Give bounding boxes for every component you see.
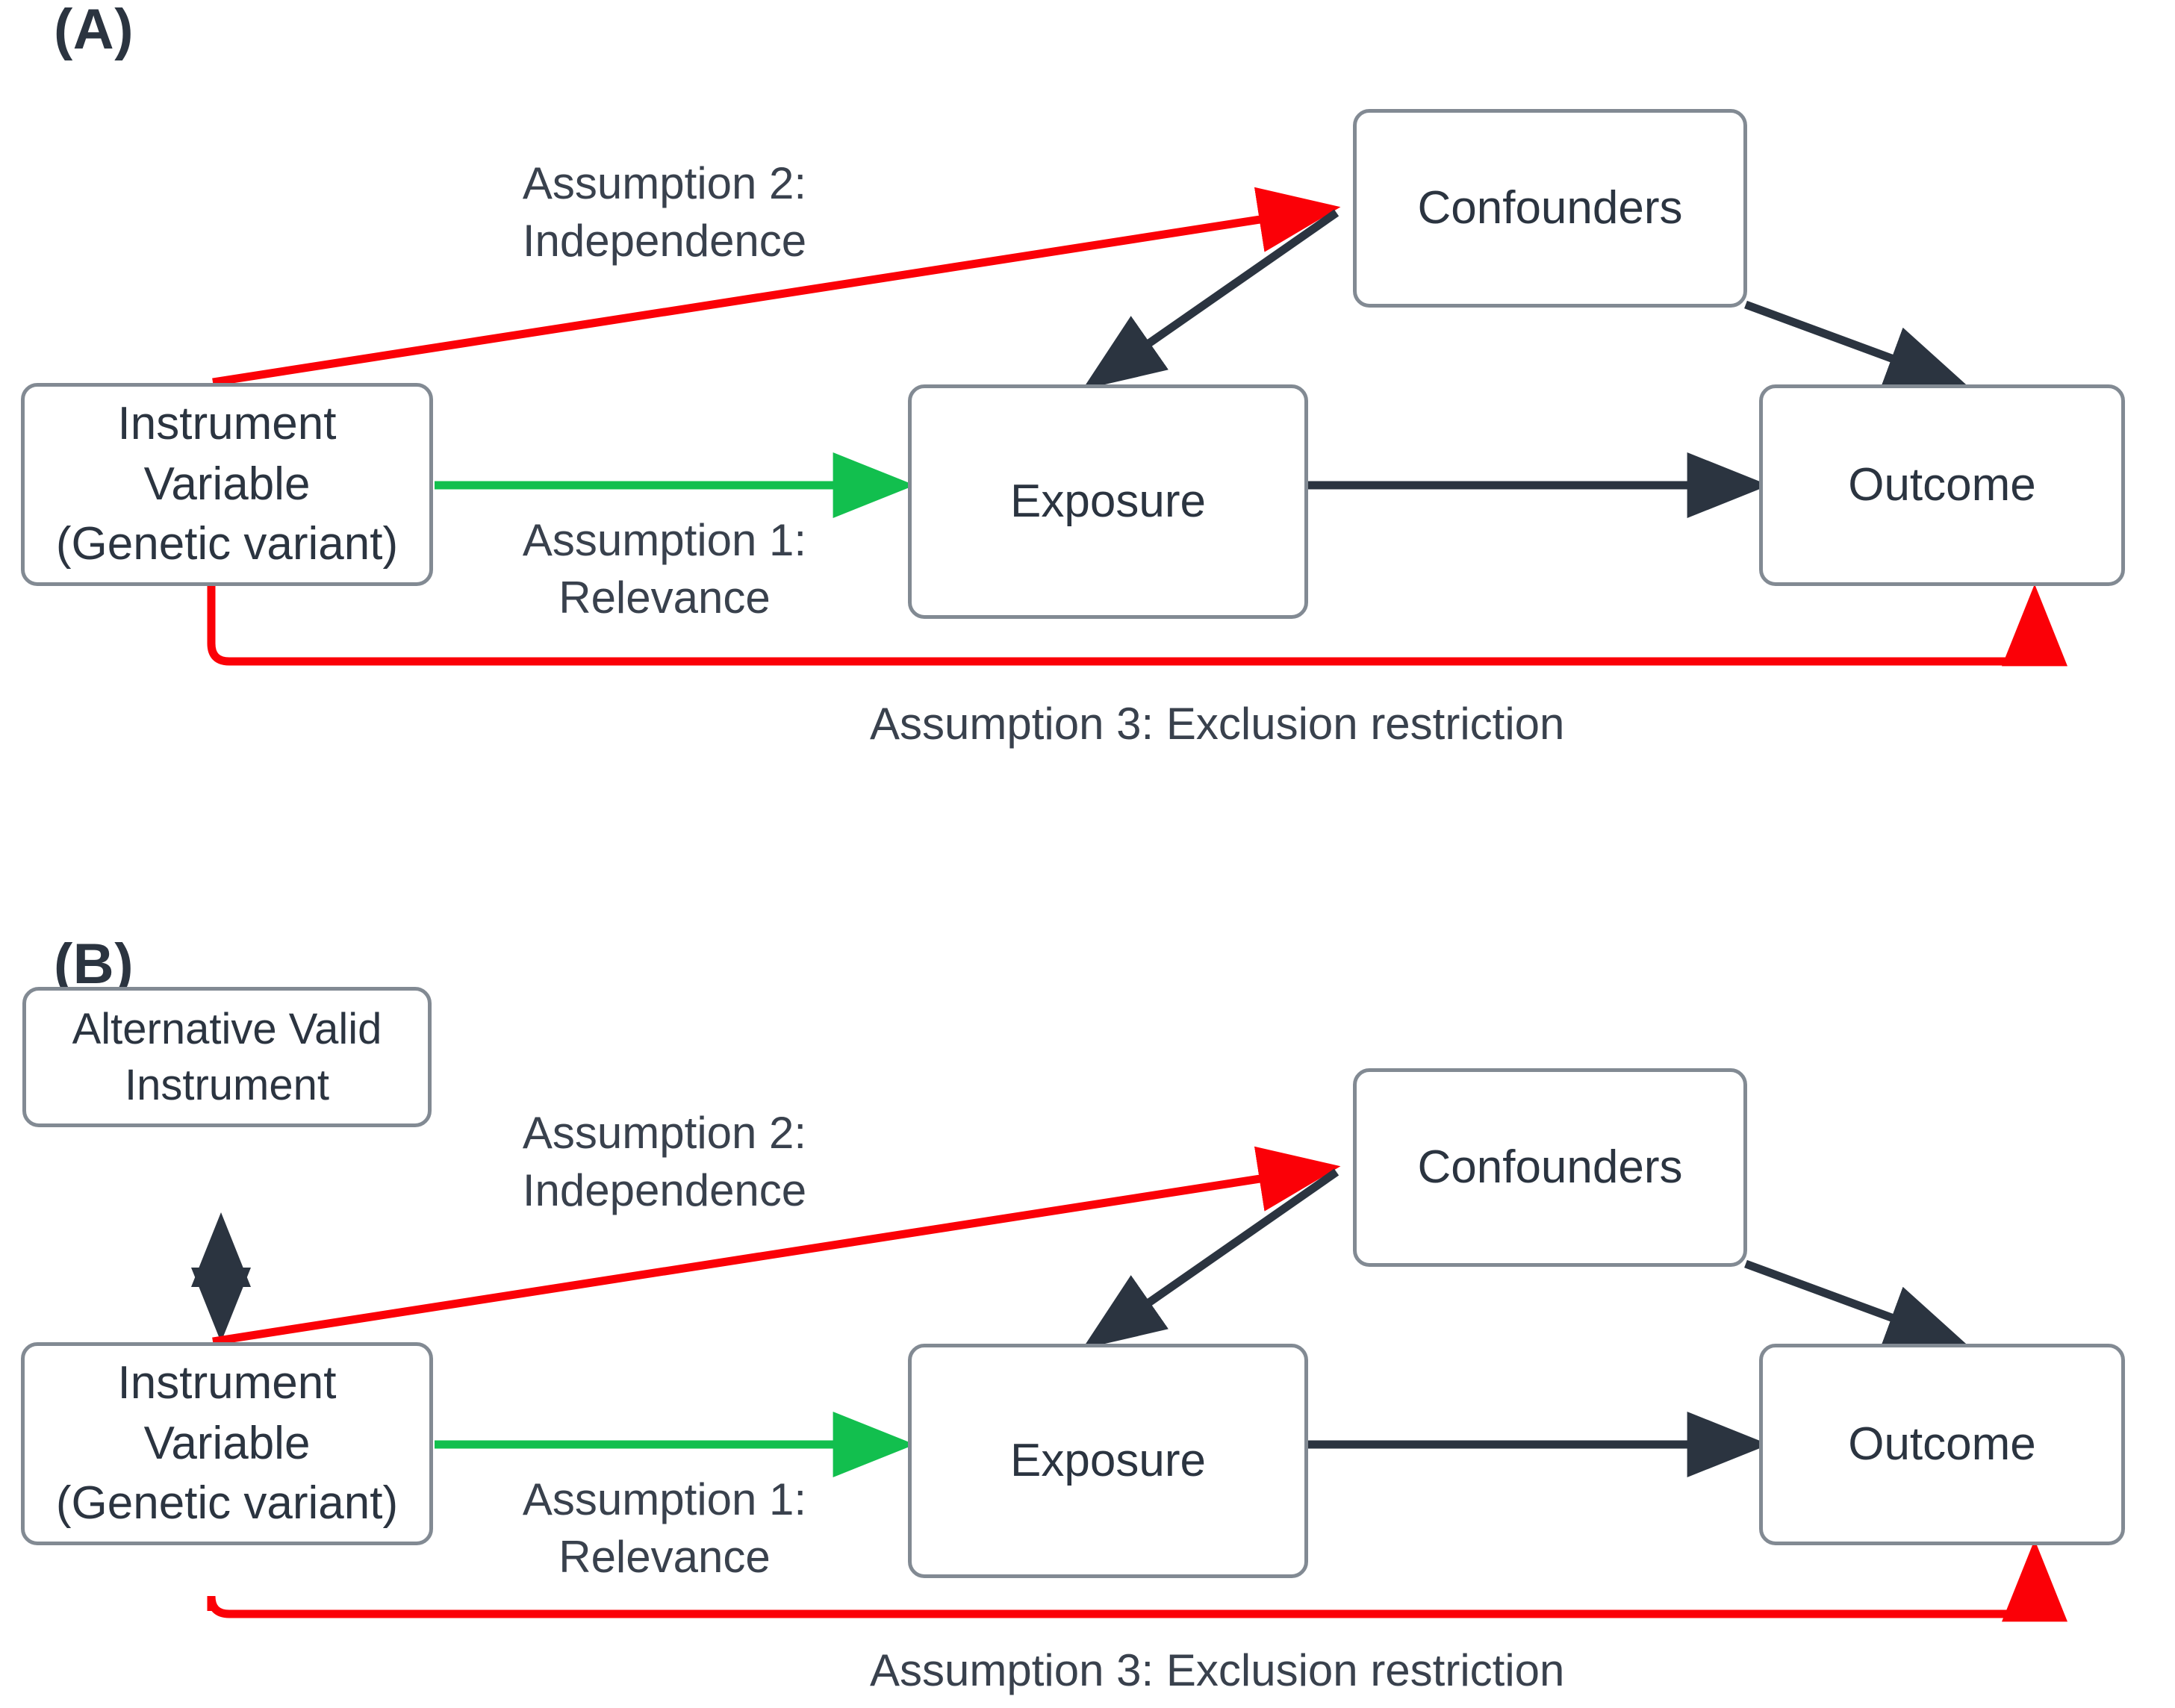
edge-confounders-to-exposure-a [1082,209,1339,390]
node-exposure-b[interactable]: Exposure [908,1344,1308,1578]
node-label: Instrument Variable (Genetic variant) [55,1357,399,1530]
node-label: Exposure [1010,475,1206,527]
edge-confounders-to-outcome-b [1744,1259,1969,1349]
node-outcome-b[interactable]: Outcome [1759,1344,2125,1545]
node-instrument-variable-b[interactable]: Instrument Variable (Genetic variant) [21,1342,433,1545]
node-alternative-valid-instrument-b[interactable]: Alternative Valid Instrument [22,987,432,1127]
node-label: Alternative Valid Instrument [72,1004,382,1109]
edge-confounders-to-exposure-b [1082,1168,1339,1350]
node-label: Exposure [1010,1434,1206,1486]
node-label: Outcome [1848,458,2036,511]
edge-confounders-to-outcome-a [1744,300,1969,390]
edge-label-assumption-3-b: Assumption 3: Exclusion restriction [870,1645,1565,1695]
edge-label-assumption-3-a: Assumption 3: Exclusion restriction [870,699,1565,749]
edge-label-assumption-1-a: Assumption 1: Relevance [522,515,807,623]
edge-label-assumption-1-b: Assumption 1: Relevance [522,1474,807,1582]
edge-label-assumption-2-a: Assumption 2: Independence [522,158,807,266]
node-label: Confounders [1417,1141,1683,1193]
node-label: Outcome [1848,1418,2036,1470]
node-label: Confounders [1417,181,1683,234]
node-exposure-a[interactable]: Exposure [908,384,1308,619]
panel-label-a: (A) [54,0,134,61]
node-label: Instrument Variable (Genetic variant) [55,398,399,570]
node-confounders-a[interactable]: Confounders [1353,109,1747,308]
node-confounders-b[interactable]: Confounders [1353,1068,1747,1267]
edge-label-assumption-2-b: Assumption 2: Independence [522,1108,807,1215]
panel-label-b: (B) [54,932,134,996]
node-instrument-variable-a[interactable]: Instrument Variable (Genetic variant) [21,383,433,586]
node-outcome-a[interactable]: Outcome [1759,384,2125,586]
